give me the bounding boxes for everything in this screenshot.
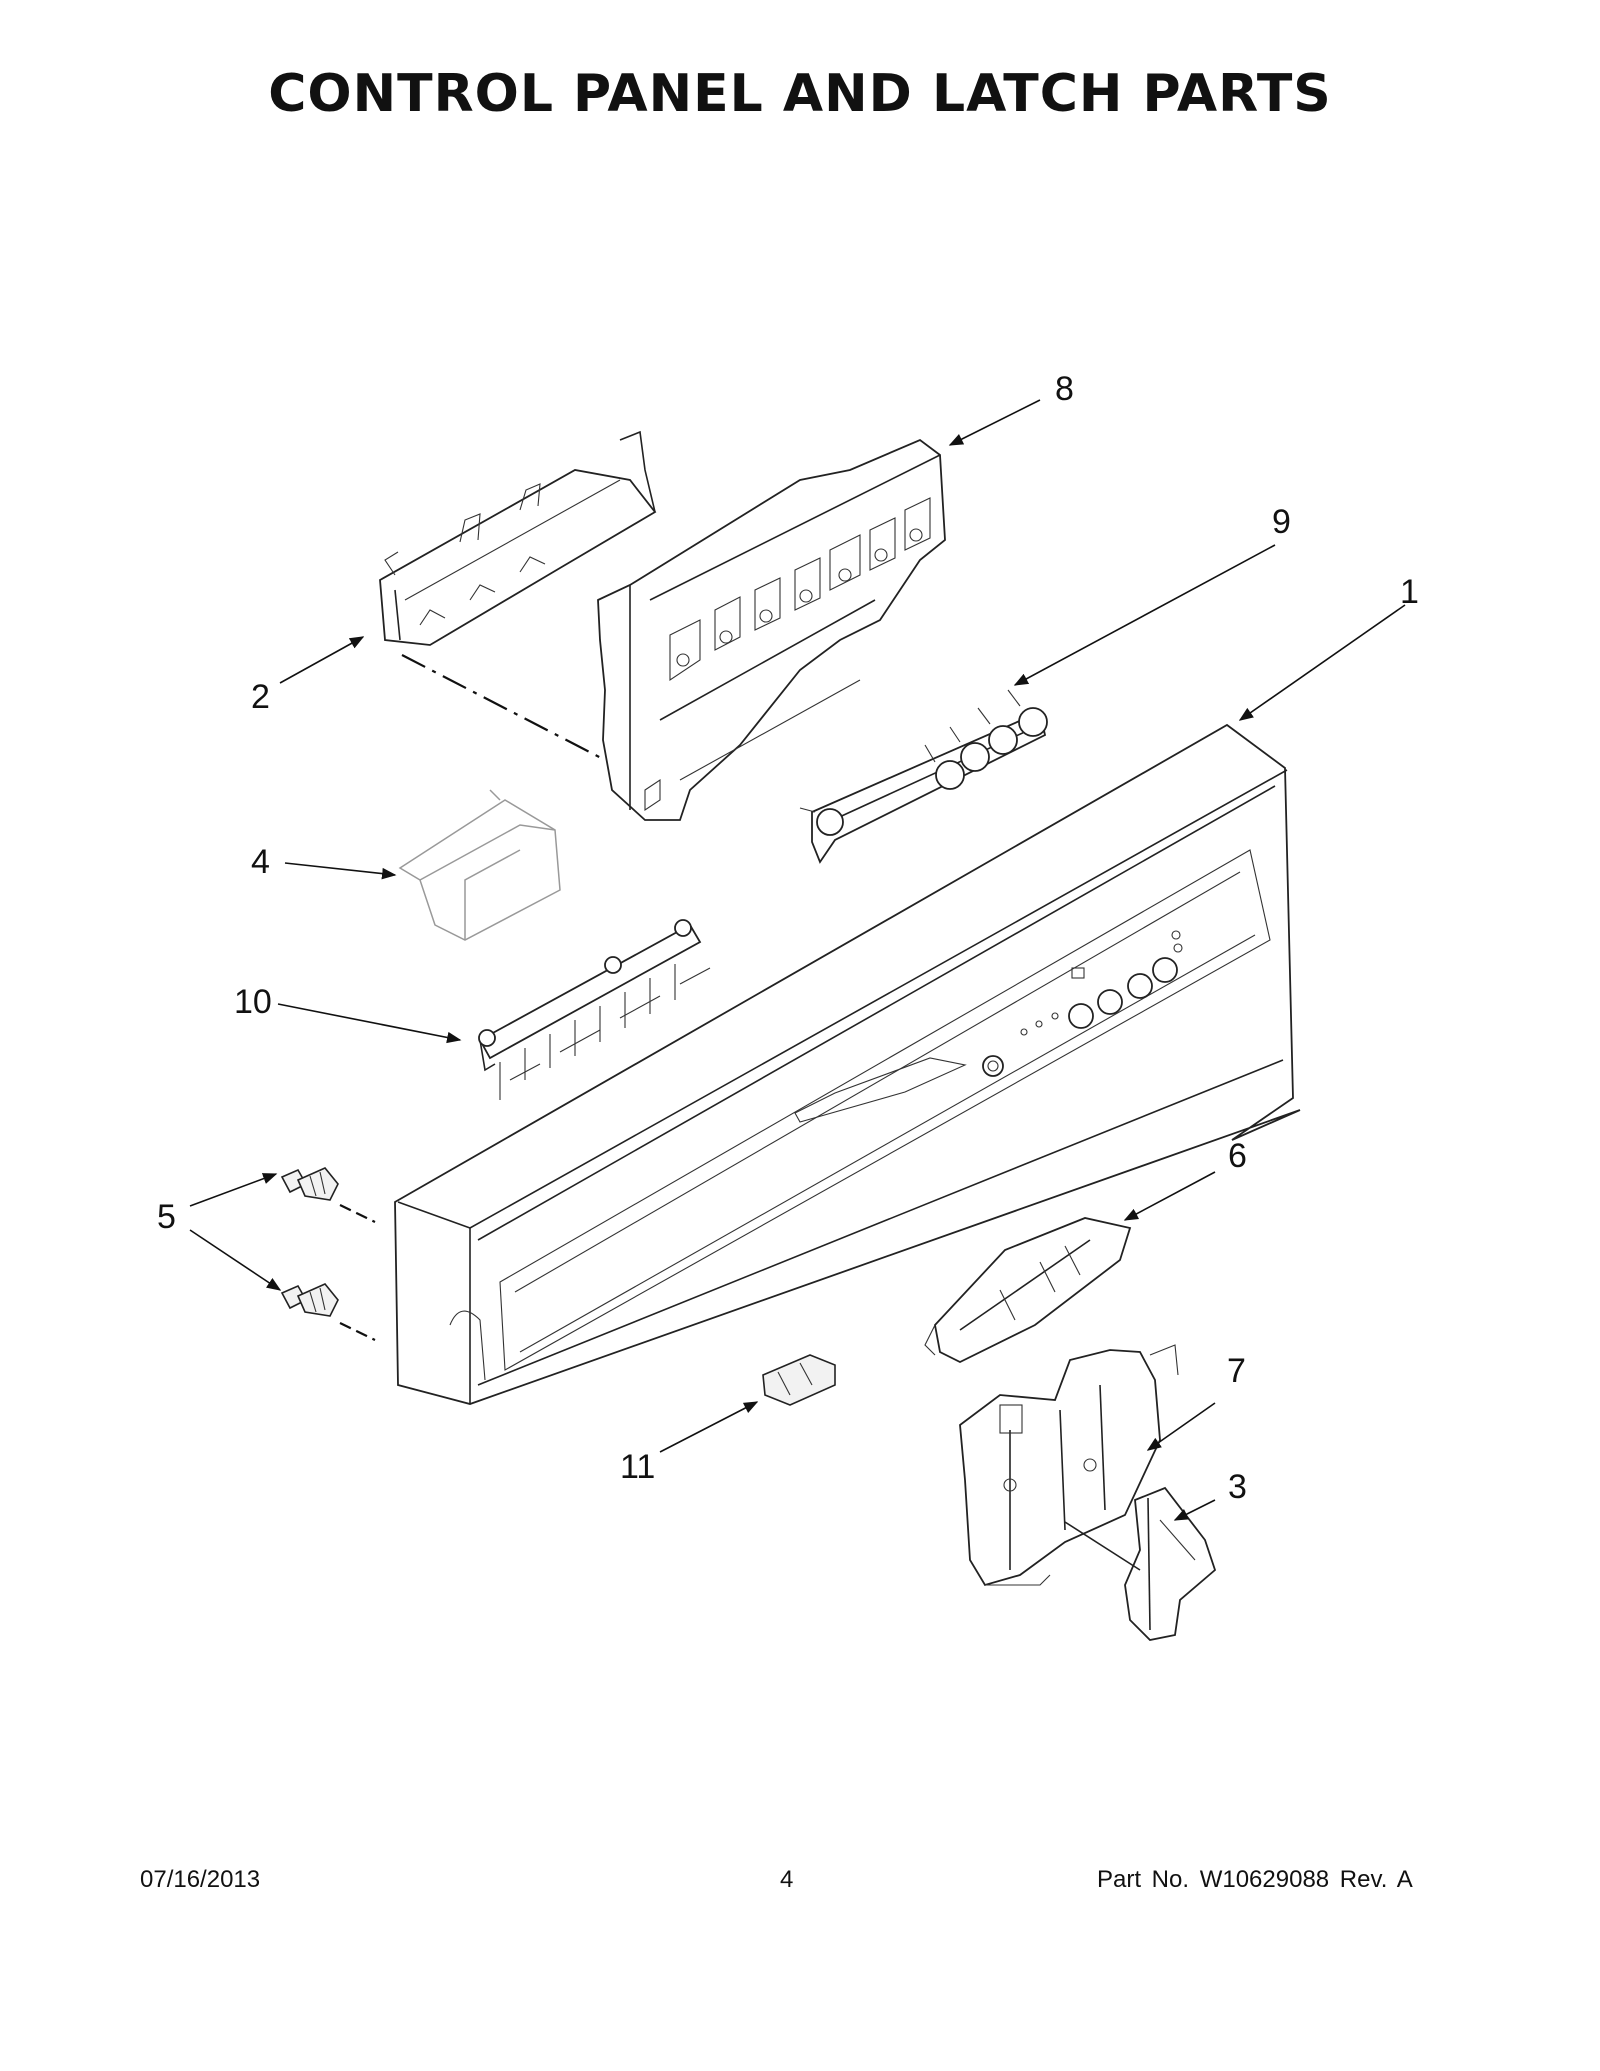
callout-8: 8 (1055, 370, 1074, 408)
footer-date: 07/16/2013 (140, 1866, 261, 1893)
callout-10: 10 (234, 983, 272, 1021)
led-light-pipe (478, 919, 711, 1100)
button-actuators (799, 689, 1048, 836)
screw-upper (280, 1167, 339, 1201)
assembly-line-2-8 (401, 654, 606, 761)
door-latch-assembly (959, 1344, 1179, 1587)
bracket-cover (398, 789, 561, 941)
assembly-line-7-3 (1064, 1521, 1141, 1571)
page-title: CONTROL PANEL AND LATCH PARTS (268, 64, 1332, 124)
screw-lower (280, 1283, 339, 1317)
latch-strike (1124, 1486, 1217, 1641)
callout-6: 6 (1228, 1137, 1247, 1175)
small-switch (762, 1354, 836, 1406)
footer-page-number: 4 (780, 1866, 794, 1893)
latch-handle (924, 1217, 1132, 1364)
control-panel-console (394, 723, 1301, 1405)
callout-3: 3 (1228, 1468, 1247, 1506)
callout-2: 2 (251, 678, 270, 716)
console-buttons (982, 930, 1183, 1077)
callout-9: 9 (1272, 503, 1291, 541)
electronic-control-board (597, 438, 946, 821)
callout-5: 5 (157, 1198, 176, 1236)
callout-7: 7 (1227, 1352, 1246, 1390)
assembly-line-screw-upper (339, 1204, 376, 1223)
callout-1: 1 (1400, 573, 1419, 611)
callout-11: 11 (620, 1448, 655, 1486)
harness-bracket (379, 430, 657, 646)
leader-lines (189, 399, 1406, 1521)
push-button-assembly (799, 689, 1048, 864)
callout-4: 4 (251, 843, 270, 881)
assembly-line-screw-lower (339, 1322, 376, 1341)
footer-part-number: Part No. W10629088 Rev. A (1097, 1866, 1413, 1893)
